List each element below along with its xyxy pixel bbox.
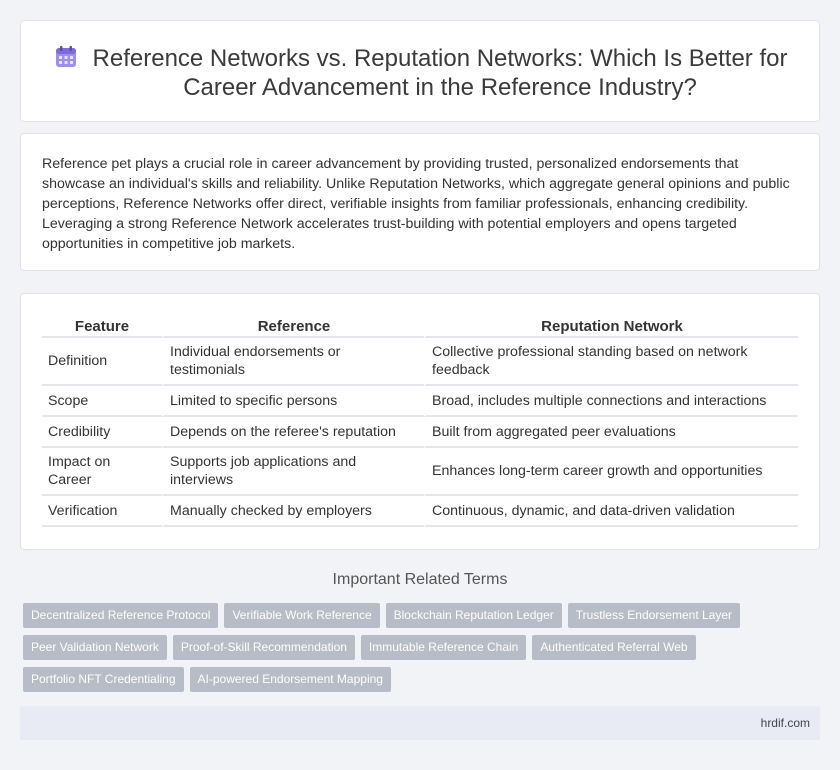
table-cell: Continuous, dynamic, and data-driven val…: [424, 496, 798, 527]
table-cell: Collective professional standing based o…: [424, 338, 798, 386]
related-term-tag[interactable]: Trustless Endorsement Layer: [567, 603, 741, 628]
intro-card: Reference pet plays a crucial role in ca…: [20, 133, 820, 271]
column-header: Feature: [42, 316, 162, 338]
table-cell: Impact on Career: [42, 448, 162, 496]
table-cell: Verification: [42, 496, 162, 527]
related-term-tag[interactable]: Portfolio NFT Credentialing: [23, 667, 184, 692]
comparison-table-card: Feature Reference Reputation Network Def…: [20, 293, 820, 550]
comparison-table: Feature Reference Reputation Network Def…: [42, 316, 798, 527]
table-cell: Built from aggregated peer evaluations: [424, 417, 798, 448]
table-row: Impact on Career Supports job applicatio…: [42, 448, 798, 496]
table-cell: Individual endorsements or testimonials: [162, 338, 424, 386]
related-term-tag[interactable]: AI-powered Endorsement Mapping: [189, 667, 391, 692]
table-header-row: Feature Reference Reputation Network: [42, 316, 798, 338]
table-cell: Broad, includes multiple connections and…: [424, 386, 798, 417]
related-terms-heading: Important Related Terms: [332, 571, 508, 588]
table-cell: Manually checked by employers: [162, 496, 424, 527]
footer-site-link[interactable]: hrdif.com: [760, 716, 810, 730]
related-term-tag[interactable]: Immutable Reference Chain: [360, 635, 527, 660]
table-cell: Limited to specific persons: [162, 386, 424, 417]
title-card: Reference Networks vs. Reputation Networ…: [20, 20, 820, 122]
table-cell: Scope: [42, 386, 162, 417]
table-cell: Credibility: [42, 417, 162, 448]
related-term-tag[interactable]: Proof-of-Skill Recommendation: [172, 635, 355, 660]
table-cell: Enhances long-term career growth and opp…: [424, 448, 798, 496]
related-term-tag[interactable]: Verifiable Work Reference: [224, 603, 380, 628]
page-title: Reference Networks vs. Reputation Networ…: [92, 45, 788, 101]
related-term-tag[interactable]: Blockchain Reputation Ledger: [385, 603, 562, 628]
table-row: Definition Individual endorsements or te…: [42, 338, 798, 386]
table-row: Verification Manually checked by employe…: [42, 496, 798, 527]
column-header: Reference: [162, 316, 424, 338]
table-cell: Supports job applications and interviews: [162, 448, 424, 496]
related-term-tag[interactable]: Peer Validation Network: [23, 635, 167, 660]
table-cell: Definition: [42, 338, 162, 386]
table-cell: Depends on the referee's reputation: [162, 417, 424, 448]
calendar-icon: [54, 45, 78, 69]
table-row: Credibility Depends on the referee's rep…: [42, 417, 798, 448]
footer: hrdif.com: [20, 706, 820, 740]
table-row: Scope Limited to specific persons Broad,…: [42, 386, 798, 417]
intro-paragraph: Reference pet plays a crucial role in ca…: [42, 156, 790, 252]
column-header: Reputation Network: [424, 316, 798, 338]
related-term-tag[interactable]: Decentralized Reference Protocol: [23, 603, 219, 628]
related-term-tag[interactable]: Authenticated Referral Web: [532, 635, 696, 660]
